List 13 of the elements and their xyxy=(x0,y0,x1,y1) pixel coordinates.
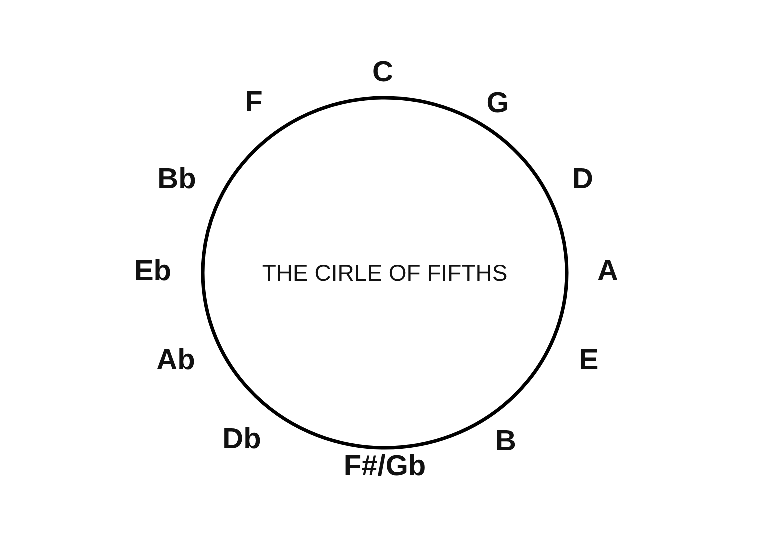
note-label: F#/Gb xyxy=(344,450,426,484)
note-label: Bb xyxy=(158,164,196,196)
note-label: Db xyxy=(222,424,262,456)
note-label: D xyxy=(572,164,594,196)
note-label: G xyxy=(486,88,510,120)
note-label: B xyxy=(496,426,516,458)
note-label: Eb xyxy=(134,256,172,288)
note-label: F xyxy=(245,86,263,120)
note-label: Ab xyxy=(156,344,196,378)
circle-label: THE CIRLE OF FIFTHS xyxy=(262,260,508,286)
note-label: A xyxy=(598,256,618,288)
note-label: E xyxy=(579,344,599,378)
note-label: C xyxy=(372,56,394,90)
